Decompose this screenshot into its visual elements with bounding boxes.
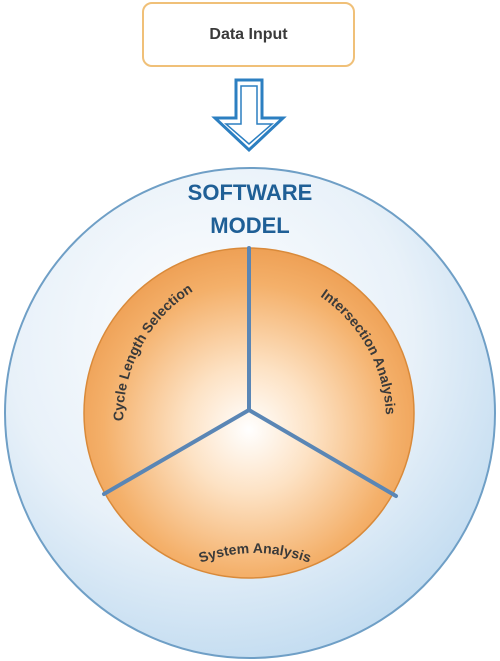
data-input-label: Data Input <box>209 25 288 43</box>
segment-dividers <box>102 246 398 498</box>
model-title-line1: SOFTWARE <box>188 180 313 205</box>
down-arrow-icon <box>211 78 287 153</box>
model-title-line2: MODEL <box>210 213 289 238</box>
data-input-box: Data Input <box>142 2 355 67</box>
